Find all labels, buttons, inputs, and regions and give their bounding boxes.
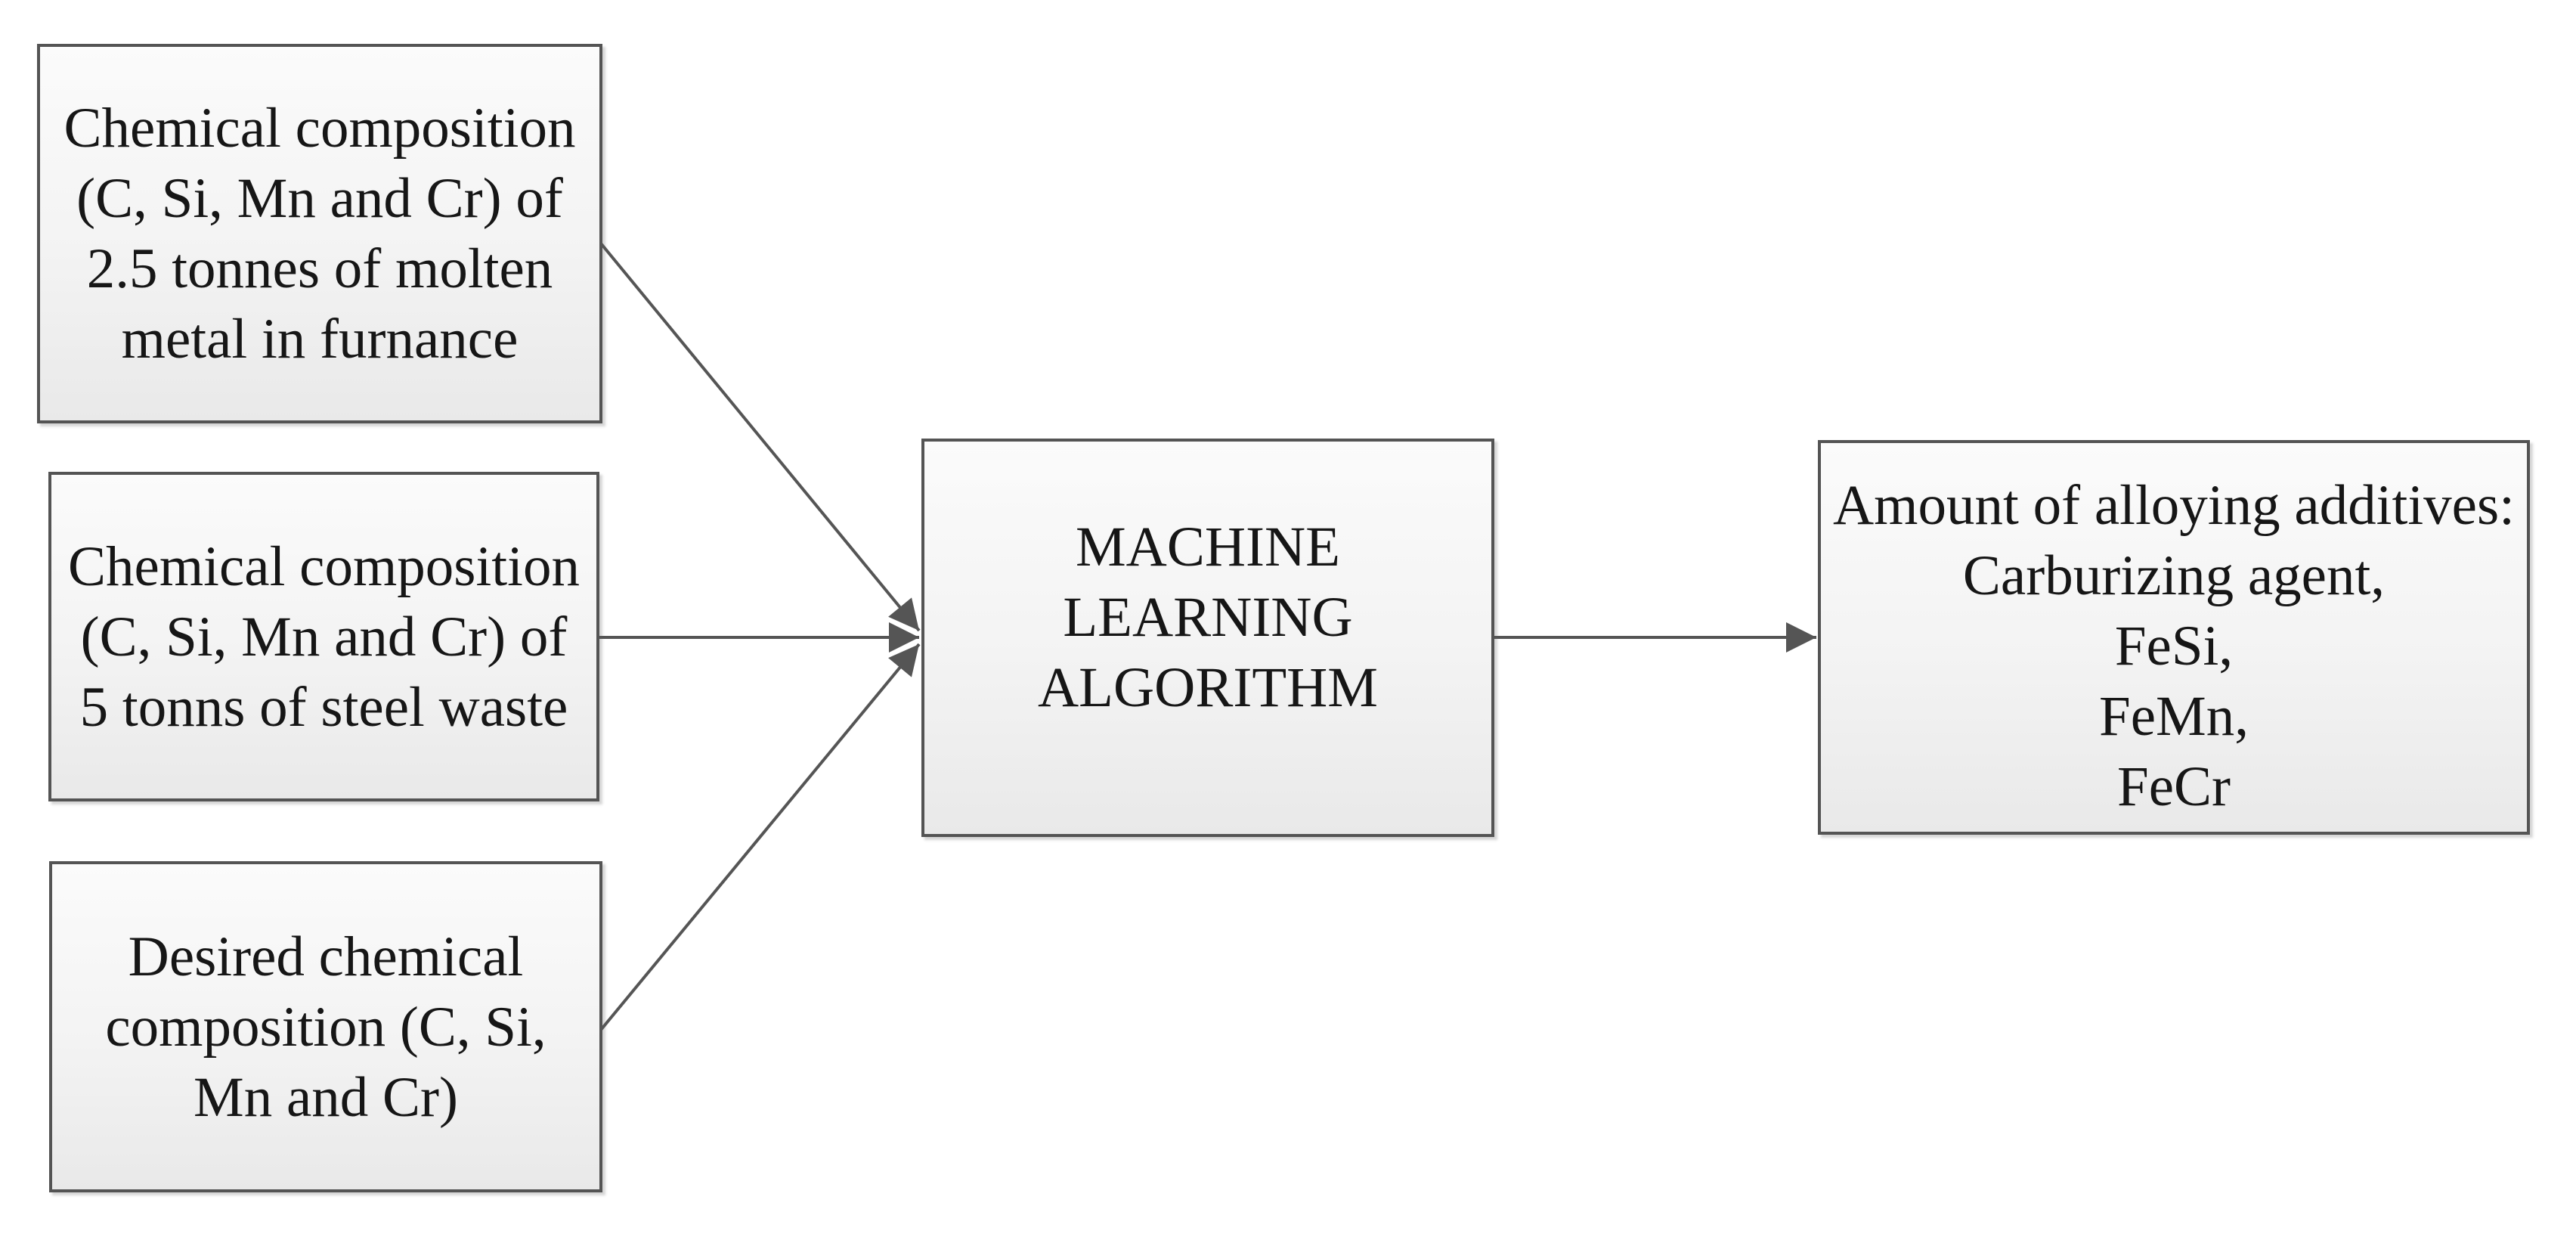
node-input-steel-waste: Chemical composition (C, Si, Mn and Cr) … xyxy=(48,472,599,801)
node-input-molten-metal: Chemical composition (C, Si, Mn and Cr) … xyxy=(37,44,602,423)
node-machine-learning-algorithm: MACHINE LEARNING ALGORITHM xyxy=(921,439,1494,837)
node-output-alloying-additives: Amount of alloying additives: Carburizin… xyxy=(1818,440,2530,835)
node-input-steel-waste-label: Chemical composition (C, Si, Mn and Cr) … xyxy=(68,535,580,739)
node-output-alloying-additives-label: Amount of alloying additives: Carburizin… xyxy=(1833,473,2515,818)
node-input-desired-composition-label: Desired chemical composition (C, Si, Mn … xyxy=(105,925,546,1129)
node-input-molten-metal-label: Chemical composition (C, Si, Mn and Cr) … xyxy=(63,97,576,370)
edge-molten-to-algorithm xyxy=(599,242,921,632)
node-machine-learning-algorithm-label: MACHINE LEARNING ALGORITHM xyxy=(1038,515,1378,719)
edge-desired-to-algorithm xyxy=(599,643,921,1031)
node-input-desired-composition: Desired chemical composition (C, Si, Mn … xyxy=(49,861,602,1192)
